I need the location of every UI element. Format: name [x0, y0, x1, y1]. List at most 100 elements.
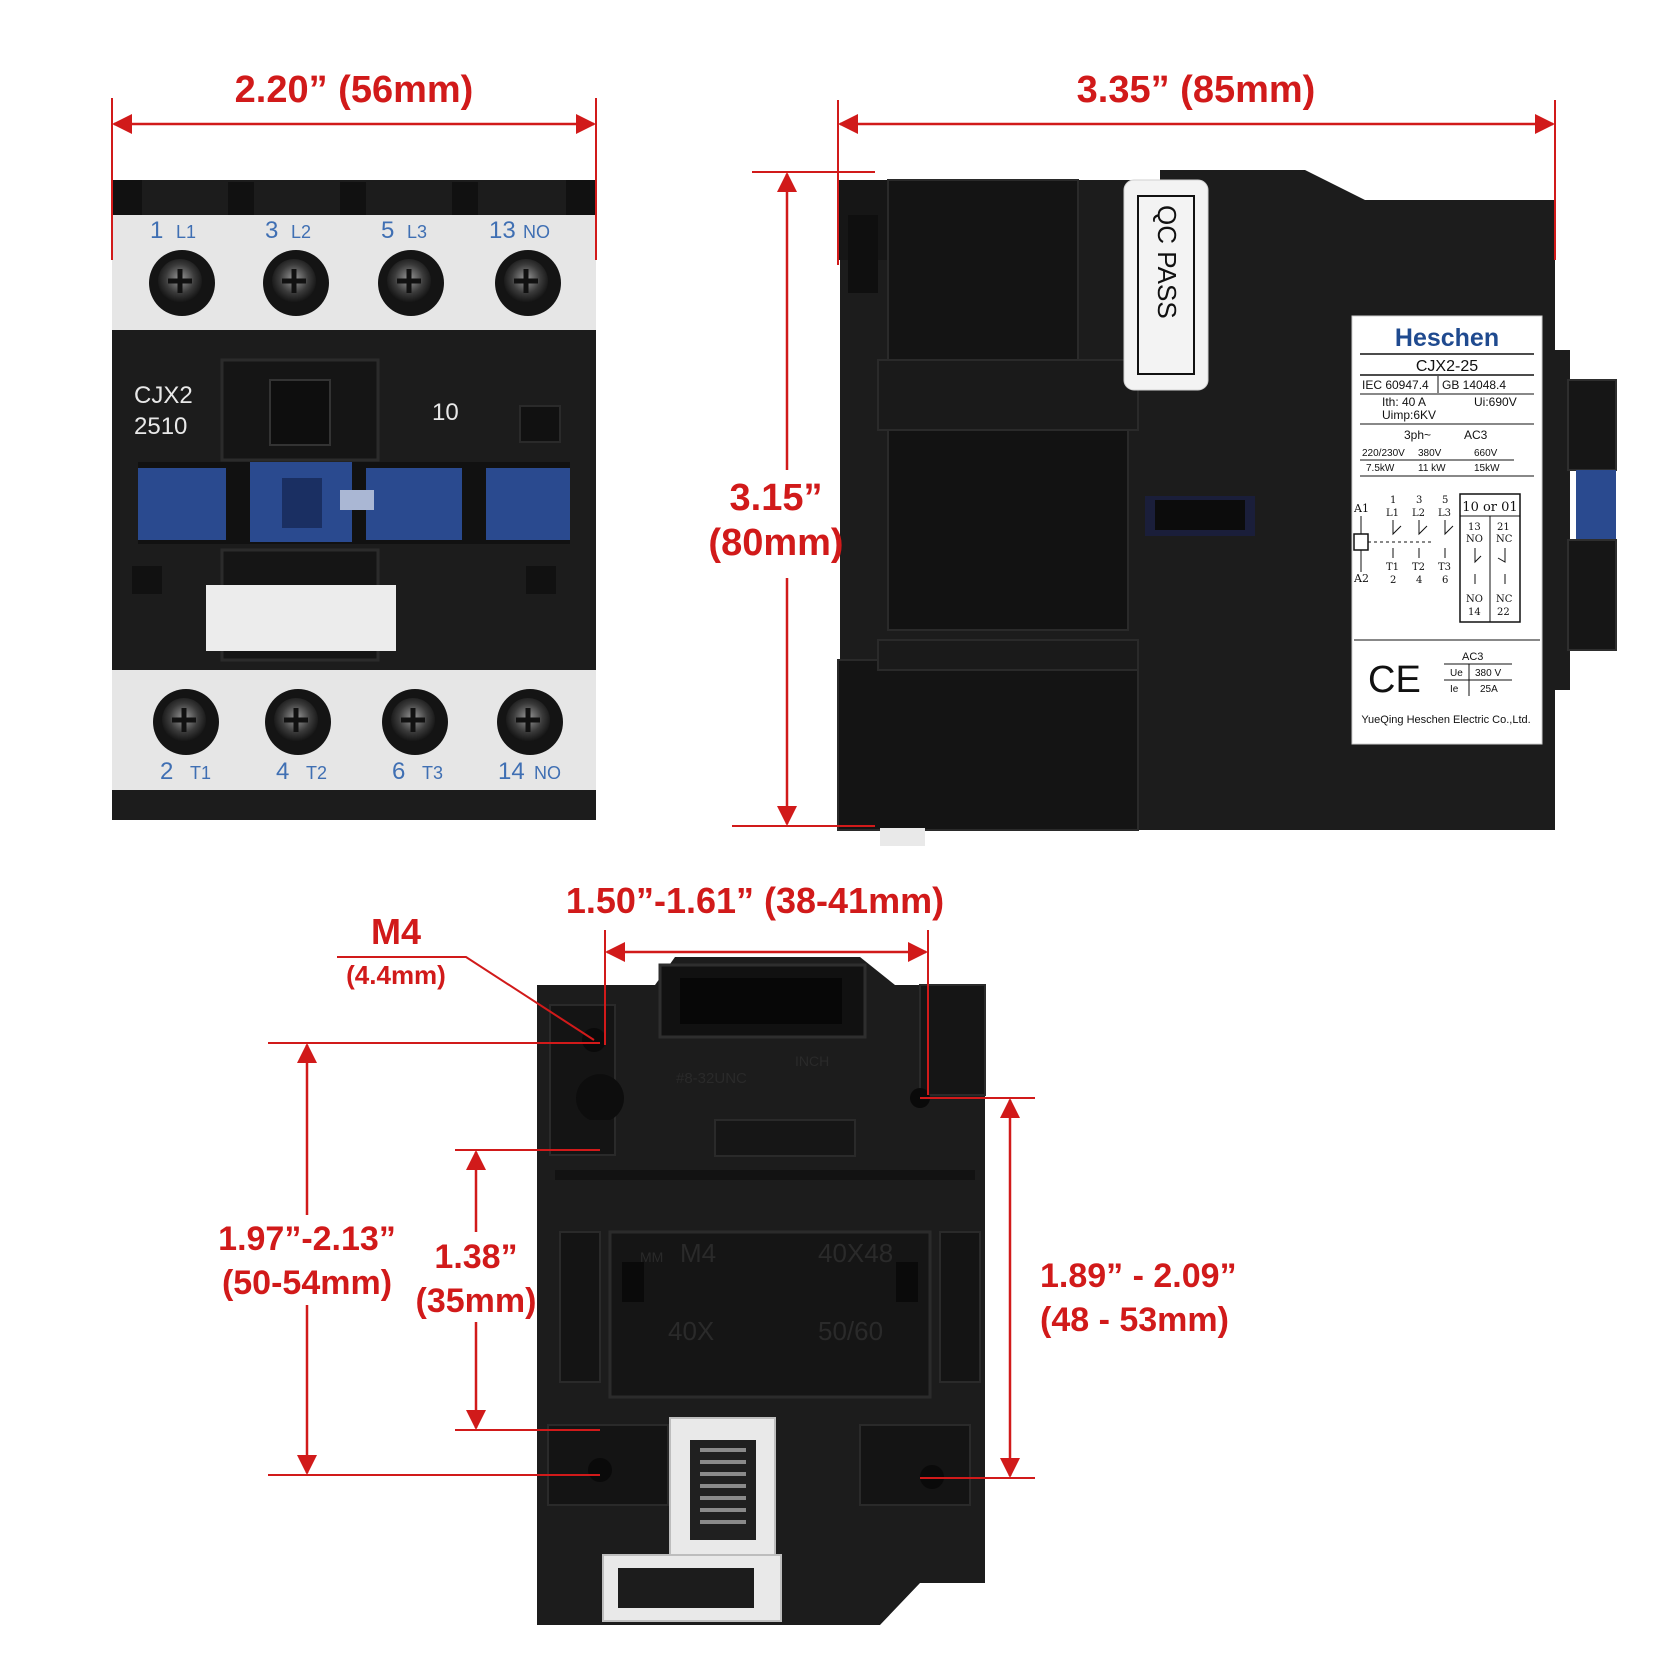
terminal-name: L2 [291, 222, 311, 242]
model-line1: CJX2 [134, 382, 193, 409]
label-ith: Ith: 40 A [1382, 395, 1426, 409]
qc-label-border [1137, 195, 1195, 375]
top-terminals: 1 L1 3 L2 5 L3 13 NO [149, 217, 561, 316]
pole-top-number: 3 [1416, 495, 1422, 506]
side-view: QC PASS Heschen CJX2-25 IEC 60947.4 GB 1… [837, 170, 1617, 846]
terminal: 13 NO [489, 217, 561, 316]
side-rib [877, 639, 1139, 671]
hole-spacing-label: 1.50”-1.61” (38-41mm) [566, 880, 944, 921]
coil-a2: A2 [1353, 572, 1369, 585]
contact-icon [1474, 548, 1482, 584]
screw-slot [516, 708, 540, 732]
terminal-name: L3 [407, 222, 427, 242]
side-foot [880, 828, 925, 846]
leader-line [337, 956, 595, 1041]
screw-size-label: M4 [371, 911, 421, 952]
model-line2: 2510 [134, 413, 187, 440]
armature-blue-inner [282, 478, 322, 528]
screw-mm-label: (4.4mm) [346, 960, 446, 990]
hole-spacing-dimension: 1.50”-1.61” (38-41mm) [566, 880, 944, 1095]
contact-icon [1418, 520, 1428, 558]
side-rib [877, 359, 1139, 431]
embossed-thread: #8-32UNC [676, 1070, 747, 1087]
back-side-block [939, 1231, 981, 1383]
aux-code: 10 [432, 399, 459, 426]
brand-logo: Heschen [1395, 324, 1499, 352]
side-panel-lower [837, 659, 1139, 831]
terminal-number: 14 [498, 758, 525, 785]
terminal-number: 1 [150, 217, 163, 244]
terminal-name: T2 [306, 763, 327, 783]
embossed-40x48: 40X48 [818, 1238, 893, 1268]
embossed-inch: INCH [795, 1053, 829, 1069]
aux-nc-bottom: NC [1496, 594, 1513, 605]
screw-slot [172, 708, 196, 732]
screw-slot [401, 708, 425, 732]
screw-slot [282, 269, 306, 293]
front-tab [566, 180, 596, 218]
label-power-2: 11 kW [1418, 463, 1446, 474]
back-rib [714, 1119, 856, 1157]
back-slot [622, 1262, 644, 1302]
front-width-dimension: 2.20” (56mm) [111, 69, 597, 260]
side-panel-upper [887, 179, 1079, 361]
screw-slot [514, 269, 538, 293]
embossed-m4: M4 [680, 1238, 716, 1268]
coil-a1: A1 [1353, 502, 1369, 515]
pole-bottom-name: T1 [1386, 562, 1399, 573]
label-maker: YueQing Heschen Electric Co.,Ltd. [1361, 714, 1530, 726]
din-clip[interactable] [602, 1417, 782, 1622]
pole-bottom-name: T3 [1438, 562, 1451, 573]
label-power-3: 15kW [1474, 463, 1500, 474]
terminal: 5 L3 [378, 217, 444, 316]
aux-nc-top: NC [1496, 534, 1513, 545]
terminal-number: 2 [160, 758, 173, 785]
din-rail-plate [608, 1230, 932, 1399]
front-slot [519, 405, 561, 443]
aux-21: 21 [1497, 522, 1510, 533]
wiring-schematic: A1 A2 1 3 5 L1 L2 L3 T1 T2 T3 2 4 [1353, 493, 1521, 623]
armature-window [269, 379, 331, 446]
side-width-label: 3.35” (85mm) [1077, 69, 1316, 111]
back-cavity-inner [680, 978, 842, 1024]
pole-bottom-number: 6 [1442, 575, 1448, 586]
contact-icon [1392, 520, 1402, 558]
contact-icon [1444, 520, 1454, 558]
right-span-mm-label: (48 - 53mm) [1040, 1301, 1229, 1339]
ce-mark: CE [1368, 659, 1421, 701]
aux-22: 22 [1497, 607, 1510, 618]
label-power-1: 7.5kW [1366, 463, 1395, 474]
qc-pass-text: QC PASS [1152, 205, 1182, 319]
label-ui: Ui:690V [1474, 395, 1517, 409]
terminal: 2 T1 [153, 689, 219, 785]
front-tab [452, 182, 478, 218]
back-side-block [919, 984, 986, 1096]
label-category: AC3 [1464, 428, 1488, 442]
bottom-terminals: 2 T1 4 T2 6 T3 14 NO [153, 689, 563, 785]
right-span-dimension: 1.89” - 2.09” (48 - 53mm) [920, 1097, 1237, 1479]
label-ue-value: 380 V [1475, 668, 1501, 679]
terminal: 6 T3 [382, 689, 448, 785]
rating-label: Heschen CJX2-25 IEC 60947.4 GB 14048.4 I… [1351, 315, 1543, 745]
mounting-hole-icon [588, 1458, 612, 1482]
label-voltage-1: 220/230V [1362, 448, 1405, 459]
terminal-name: NO [534, 763, 561, 783]
qc-label [1123, 179, 1209, 391]
terminal-number: 4 [276, 758, 289, 785]
armature-blue [486, 468, 570, 540]
aux-block [1550, 350, 1570, 690]
front-tab [340, 182, 366, 218]
embossed-40x: 40X [668, 1316, 714, 1346]
label-ie: Ie [1450, 684, 1459, 695]
mid-span-mm-label: (35mm) [416, 1282, 537, 1320]
left-span-dimension: 1.97”-2.13” (50-54mm) [218, 1042, 600, 1476]
back-foot-pocket [859, 1424, 971, 1506]
label-model: CJX2-25 [1416, 358, 1478, 375]
terminal-number: 6 [392, 758, 405, 785]
label-ac3: AC3 [1462, 651, 1483, 663]
terminal-name: NO [523, 222, 550, 242]
terminal: 14 NO [497, 689, 563, 785]
contact-icon [1497, 548, 1506, 584]
din-clip-spring-window [690, 1440, 756, 1540]
